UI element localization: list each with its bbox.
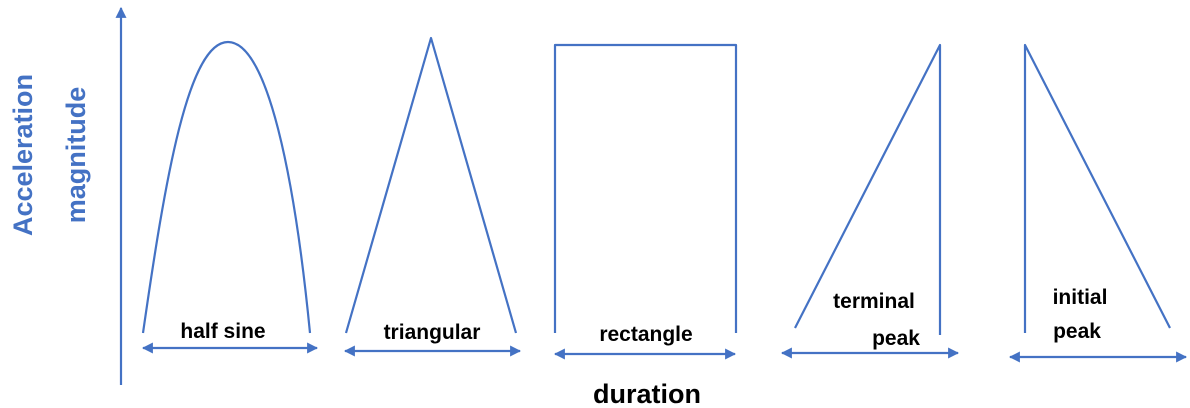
x-axis-label: duration — [593, 379, 701, 408]
rectangle-label: rectangle — [599, 323, 692, 346]
pulse-triangular: triangular — [343, 36, 522, 357]
terminal-peak-shape — [794, 43, 942, 335]
initial-peak-shape — [1023, 43, 1171, 333]
pulse-rectangle: rectangle — [553, 43, 738, 360]
y-axis-label-line2: magnitude — [61, 87, 91, 224]
pulse-half-sine: half sine — [141, 40, 319, 354]
initial-peak-label-line1: initial — [1053, 286, 1108, 309]
terminal-peak-label-line1: terminal — [833, 290, 915, 313]
pulse-terminal-peak: terminal peak — [780, 43, 960, 359]
triangular-shape — [344, 36, 518, 334]
triangular-label: triangular — [384, 321, 481, 344]
half-sine-shape — [141, 40, 312, 334]
pulse-initial-peak: initial peak — [1008, 43, 1188, 363]
half-sine-label: half sine — [180, 320, 265, 343]
y-axis-label-line1: Acceleration — [8, 74, 38, 236]
terminal-peak-label-line2: peak — [872, 327, 920, 350]
initial-peak-label-line2: peak — [1053, 320, 1101, 343]
rectangle-shape — [553, 43, 738, 333]
